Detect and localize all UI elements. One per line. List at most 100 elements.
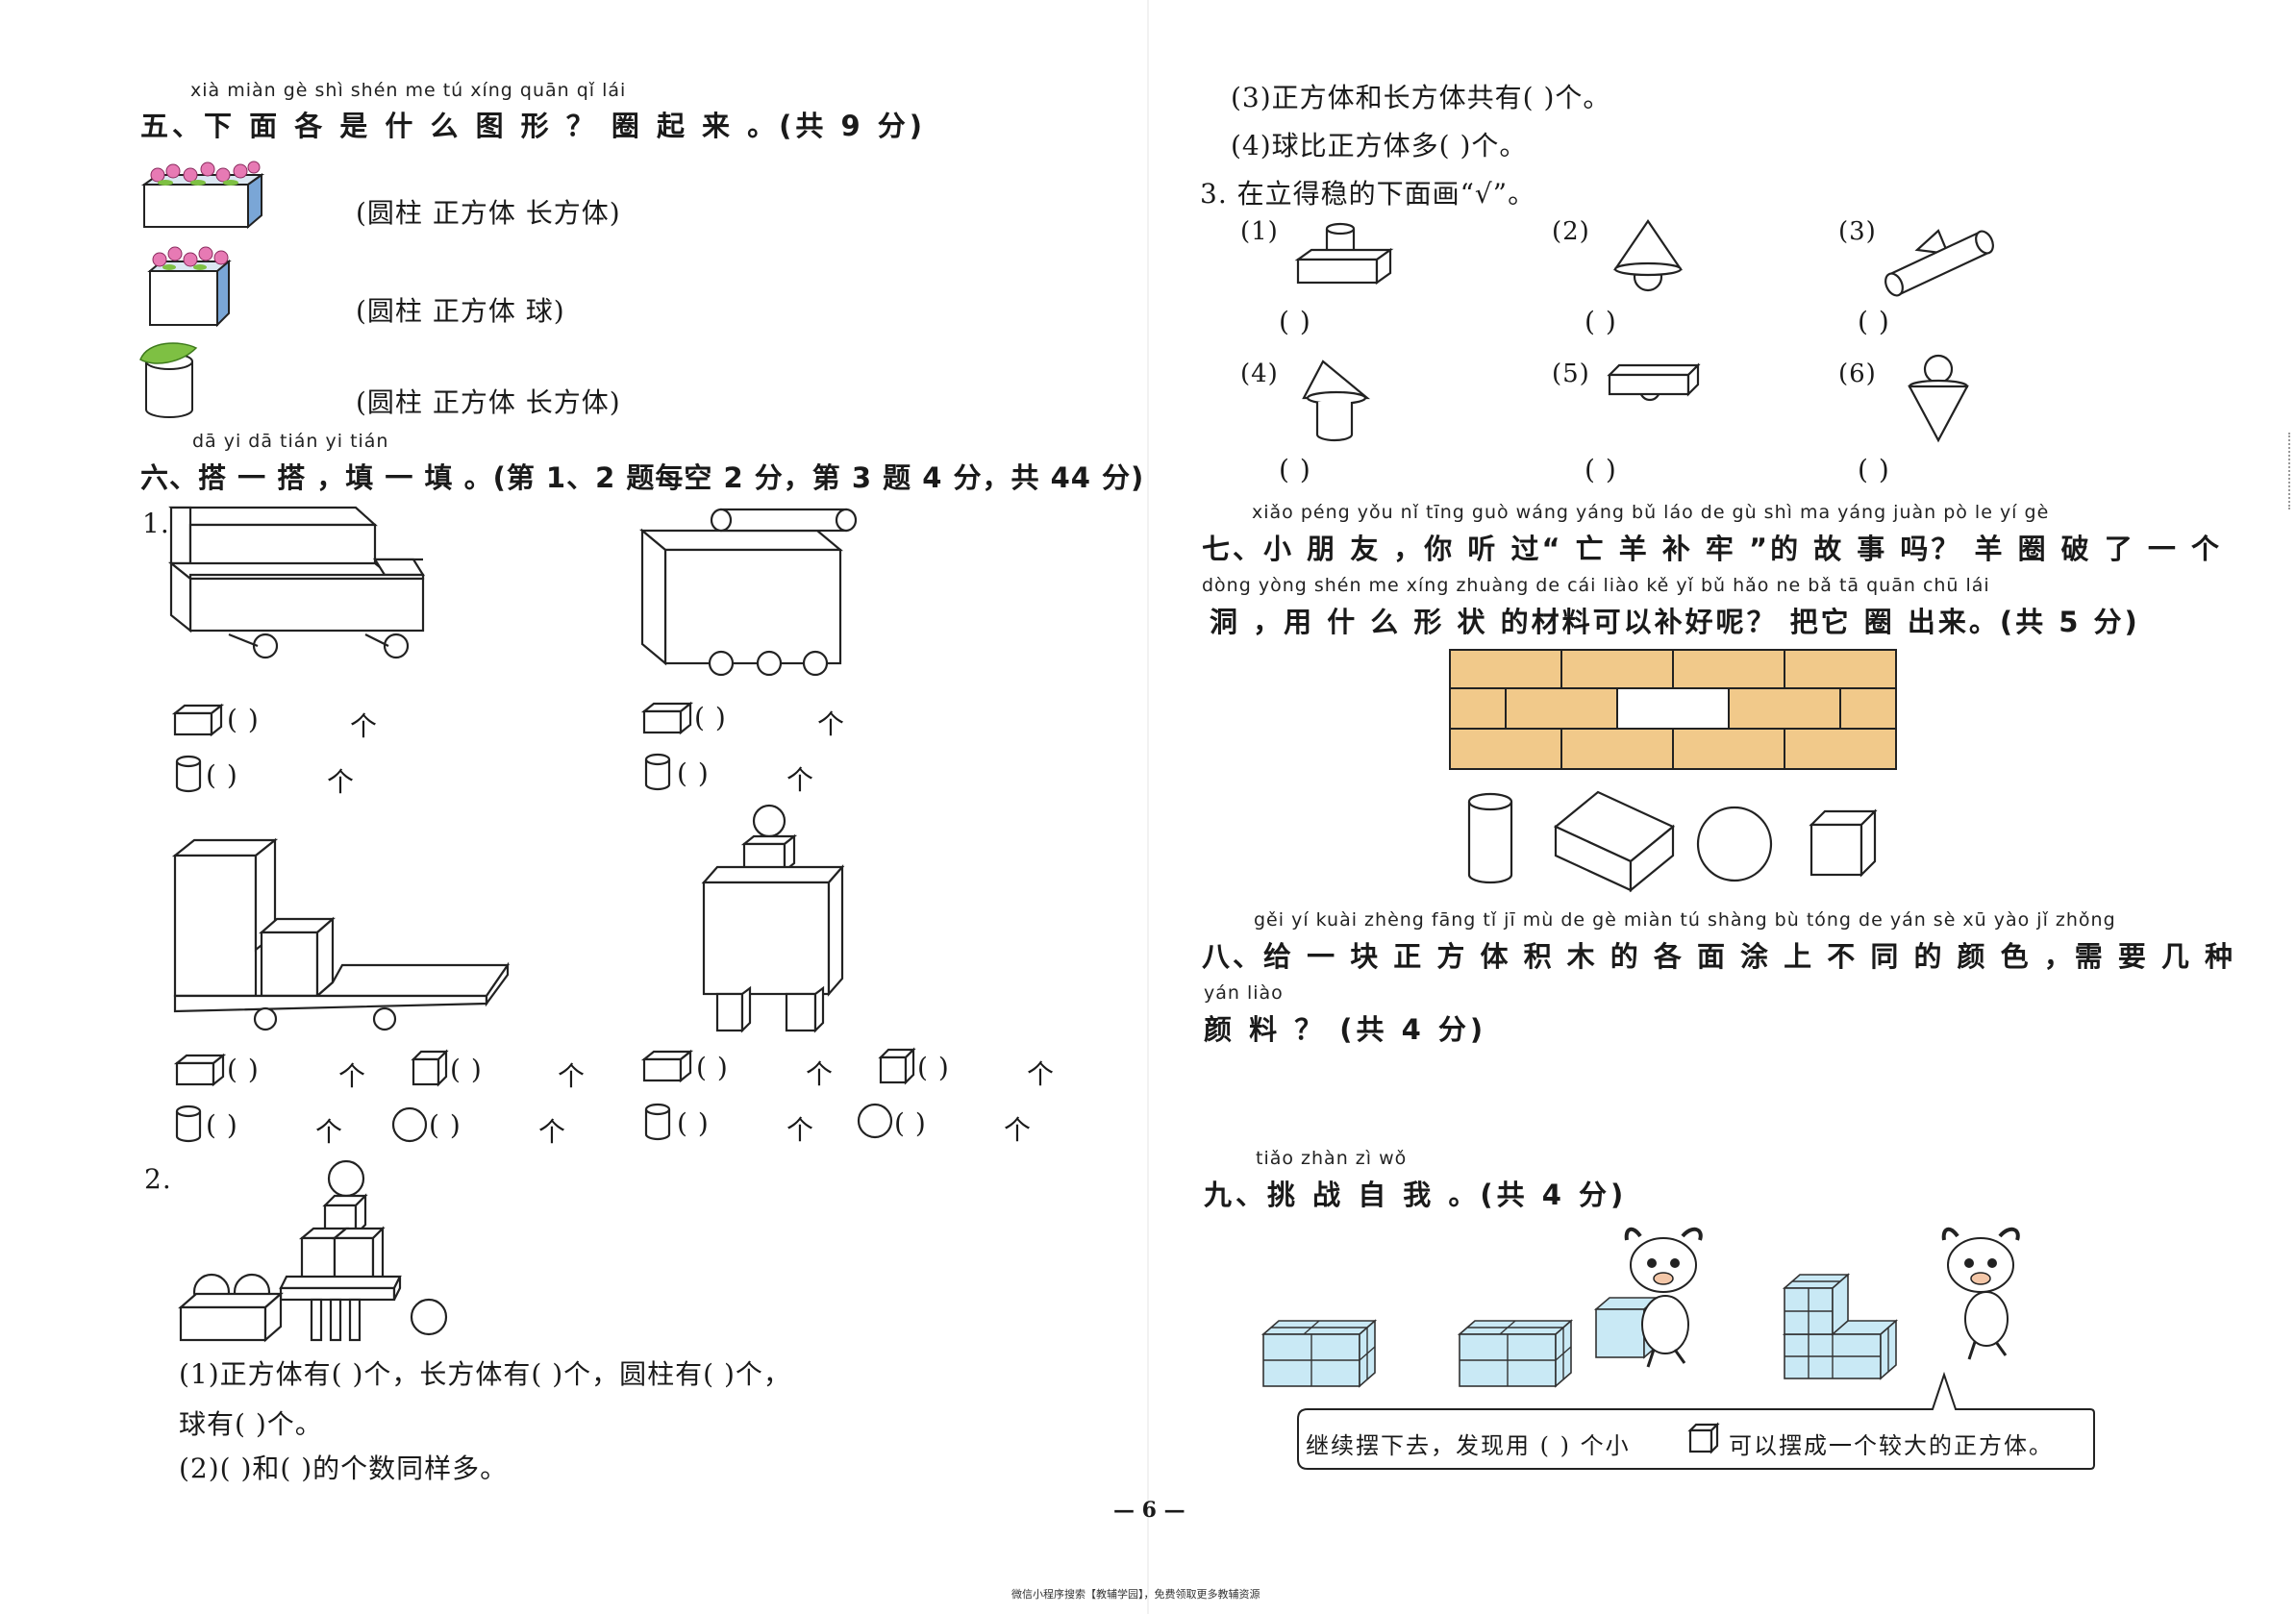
stability-blank-6[interactable]: ( ): [1858, 454, 1890, 485]
q7-line-1: 七、小 朋 友 ，你 听 过“ 亡 羊 补 牢 ”的 故 事 吗？ 羊 圈 破 …: [1202, 533, 2222, 565]
q5-options-3: (圆柱 正方体 长方体): [356, 386, 621, 418]
page-fold: [1147, 0, 1149, 1614]
stability-blank-4[interactable]: ( ): [1279, 454, 1311, 485]
fig-d-cube-blank[interactable]: ( ): [917, 1052, 950, 1083]
figure-cone-on-tilted-cylinder: [1884, 229, 1994, 297]
q7-line-2: 洞 ，用 什 么 形 状 的材料可以补好呢？ 把它 圈 出来。(共 5 分): [1210, 606, 2140, 638]
stability-label-5: (5): [1552, 360, 1590, 388]
small-sphere-icon: [857, 1103, 893, 1139]
brick-wall-with-hole: [1449, 649, 1897, 770]
q7-pinyin-1: xiǎo péng yǒu nǐ tīng guò wáng yáng bǔ l…: [1252, 502, 2050, 523]
small-cuboid-icon: [173, 1053, 227, 1087]
fig-d-cube-unit: 个: [1027, 1058, 1056, 1090]
choice-sphere[interactable]: [1694, 804, 1777, 886]
q6-pinyin: dā yi dā tián yi tián: [192, 431, 389, 452]
fig-d-cylinder-blank[interactable]: ( ): [677, 1107, 710, 1139]
figure-cone-on-cylinder: [1302, 360, 1371, 442]
fig-c-cylinder-blank[interactable]: ( ): [206, 1109, 238, 1141]
q8-line-1: 八、给 一 块 正 方 体 积 木 的 各 面 涂 上 不 同 的 颜 色 ，需…: [1202, 940, 2236, 973]
fig-c-cube-blank[interactable]: ( ): [450, 1054, 483, 1085]
q5-title: 五、下 面 各 是 什 么 图 形 ？ 圈 起 来 。(共 9 分): [140, 110, 927, 142]
footer-note: 微信小程序搜索【教辅学园】，免费领取更多教辅资源: [1011, 1588, 1260, 1601]
q6-part2-line5: (4)球比正方体多( )个。: [1231, 130, 1528, 161]
fig-c-cylinder-unit: 个: [315, 1116, 344, 1148]
bubble-text-b: 可以摆成一个较大的正方体。: [1729, 1432, 2054, 1459]
figure-cone-on-sphere: [1612, 219, 1684, 292]
small-cube-icon: [878, 1047, 916, 1085]
fig-c-cuboid-blank[interactable]: ( ): [227, 1054, 260, 1085]
stability-blank-3[interactable]: ( ): [1858, 306, 1890, 337]
q9-title: 九、挑 战 自 我 。(共 4 分): [1204, 1179, 1628, 1211]
cylinder-pot-image: [139, 342, 198, 418]
figure-sphere-on-cone: [1908, 354, 1969, 443]
small-cylinder-icon: [644, 1103, 671, 1141]
goat-character-right: [1941, 1227, 2020, 1360]
fig-b-cylinder-blank[interactable]: ( ): [677, 757, 710, 789]
fig-b-cuboid-unit: 个: [817, 708, 846, 740]
flower-box-cube-image: [147, 246, 232, 328]
small-cuboid-icon: [640, 1049, 694, 1083]
q5-options-2: (圆柱 正方体 球): [356, 295, 565, 327]
q6-part2-line2: 球有( )个。: [179, 1408, 323, 1440]
fig-c-cuboid-unit: 个: [338, 1060, 367, 1092]
fig-b-cylinder-unit: 个: [786, 764, 815, 796]
small-cube-icon: [411, 1049, 449, 1087]
bubble-text-a: 继续摆下去，发现用 ( ) 个小: [1306, 1432, 1631, 1459]
q5-pinyin: xià miàn gè shì shén me tú xíng quān qǐ …: [190, 80, 627, 101]
stability-label-3: (3): [1838, 217, 1877, 246]
fig-d-sphere-unit: 个: [1004, 1114, 1033, 1146]
choice-cube[interactable]: [1808, 807, 1881, 881]
cube-stage-1: [1260, 1319, 1378, 1388]
fig-d-cuboid-unit: 个: [806, 1058, 835, 1090]
figure-robot: [701, 804, 845, 1033]
stability-label-2: (2): [1552, 217, 1590, 246]
choice-cuboid[interactable]: [1550, 788, 1676, 894]
choice-cylinder[interactable]: [1465, 790, 1519, 890]
stability-label-6: (6): [1838, 360, 1877, 388]
small-sphere-icon: [391, 1106, 428, 1143]
figure-cylinder-on-cuboid: [1294, 222, 1394, 286]
stability-blank-1[interactable]: ( ): [1279, 306, 1311, 337]
figure-mixed-stack: [178, 1159, 448, 1343]
q6-title: 六、搭 一 搭 ，填 一 填 。(第 1、2 题每空 2 分，第 3 题 4 分…: [140, 461, 1145, 494]
figure-cuboid-on-sphere: [1607, 362, 1701, 402]
fig-d-cuboid-blank[interactable]: ( ): [696, 1052, 729, 1083]
q6-part3-title: 3. 在立得稳的下面画“√”。: [1200, 178, 1536, 210]
q6-part2-line4: (3)正方体和长方体共有( )个。: [1231, 82, 1611, 113]
fig-d-sphere-blank[interactable]: ( ): [894, 1107, 927, 1139]
figure-cuboid-cart: [638, 508, 858, 677]
stability-label-4: (4): [1240, 360, 1279, 388]
q8-pinyin-2: yán liào: [1204, 982, 1284, 1004]
flower-box-cuboid-image: [140, 161, 265, 230]
q6-number-1: 1.: [142, 508, 170, 539]
q6-part2-line1: (1)正方体有( )个，长方体有( )个，圆柱有( )个，: [179, 1358, 791, 1390]
fig-a-cuboid-blank[interactable]: ( ): [227, 704, 260, 735]
small-cylinder-icon: [175, 1105, 202, 1143]
q6-part2-line3: (2)( )和( )的个数同样多。: [179, 1453, 509, 1484]
small-cube-icon: [1687, 1422, 1720, 1454]
fig-a-cylinder-unit: 个: [327, 766, 356, 798]
q5-options-1: (圆柱 正方体 长方体): [356, 197, 621, 229]
small-cuboid-icon: [171, 703, 225, 737]
stability-label-1: (1): [1240, 217, 1279, 246]
q6-number-2: 2.: [144, 1163, 172, 1195]
stability-blank-2[interactable]: ( ): [1585, 306, 1617, 337]
q8-line-2: 颜 料 ？ (共 4 分): [1204, 1013, 1487, 1046]
figure-forklift: [171, 837, 511, 1031]
stability-blank-5[interactable]: ( ): [1585, 454, 1617, 485]
small-cuboid-icon: [640, 701, 694, 735]
small-cylinder-icon: [175, 755, 202, 793]
q8-pinyin-1: gěi yí kuài zhèng fāng tǐ jī mù de gè mi…: [1254, 909, 2116, 931]
fig-c-cube-unit: 个: [558, 1060, 586, 1092]
fig-c-sphere-unit: 个: [538, 1116, 567, 1148]
fig-c-sphere-blank[interactable]: ( ): [429, 1109, 462, 1141]
cube-stage-3: [1782, 1273, 1899, 1380]
fig-a-cylinder-blank[interactable]: ( ): [206, 759, 238, 791]
small-cylinder-icon: [644, 753, 671, 791]
figure-truck: [167, 506, 425, 659]
fig-d-cylinder-unit: 个: [786, 1114, 815, 1146]
fig-b-cuboid-blank[interactable]: ( ): [694, 702, 727, 733]
speech-bubble: [1297, 1371, 2095, 1470]
binding-mark: [2288, 433, 2296, 509]
q9-pinyin: tiǎo zhàn zì wǒ: [1256, 1148, 1408, 1169]
